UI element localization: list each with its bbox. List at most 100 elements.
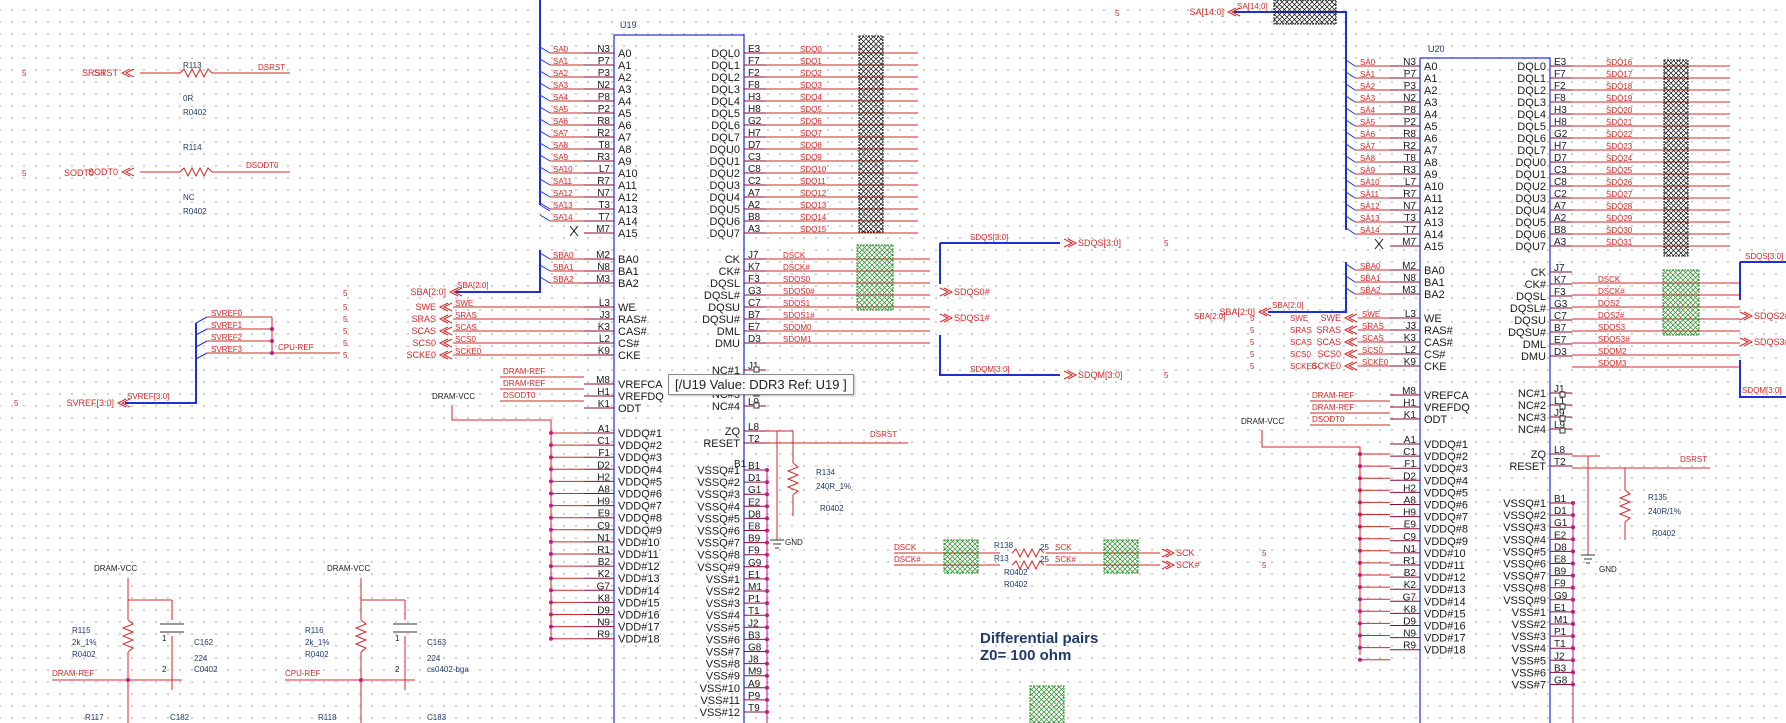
pin-name-VDD#13[interactable]: VDD#13 (1424, 584, 1466, 596)
bus-entry[interactable] (539, 202, 551, 210)
pin-num-VDDQ#9[interactable]: C9 (1403, 532, 1416, 543)
pin-name-DQU1[interactable]: DQU1 (709, 156, 740, 168)
net-scs0[interactable]: SCS0 (1362, 346, 1383, 355)
net-sdq14[interactable]: SDQ14 (800, 213, 827, 222)
net-sdq12[interactable]: SDQ12 (800, 189, 827, 198)
pin-name-VDDQ#3[interactable]: VDDQ#3 (618, 452, 662, 464)
pin-name-VSS#4[interactable]: VSS#4 (706, 610, 740, 622)
pin-num-NC#4[interactable]: L9 (1554, 420, 1566, 431)
port-sdqs3n[interactable]: SDQS3# (1754, 337, 1786, 347)
pin-num-BA0[interactable]: M2 (596, 250, 610, 261)
net-sdqm[interactable]: SDQM[3:0] (970, 365, 1010, 374)
bus-entry[interactable] (539, 46, 551, 54)
pin-num-DQSU#[interactable]: B7 (748, 310, 761, 321)
pin-num-DQSU[interactable]: C7 (748, 298, 761, 309)
pin-name-A6[interactable]: A6 (618, 120, 631, 132)
pin-name-VSS#8[interactable]: VSS#8 (706, 659, 740, 671)
pin-num-VSSQ#8[interactable]: F9 (1554, 579, 1566, 590)
pin-num-DQU6[interactable]: B8 (748, 212, 761, 223)
bus-entry[interactable] (539, 142, 551, 150)
pin-num-VREFCA[interactable]: M8 (1402, 386, 1416, 397)
nc-pin-box[interactable] (1559, 427, 1566, 434)
port-arrow[interactable] (438, 326, 449, 336)
pin-name-VDDQ#7[interactable]: VDDQ#7 (618, 501, 662, 513)
pin-name-DQU2[interactable]: DQU2 (709, 168, 740, 180)
net-sdq3[interactable]: SDQ3 (800, 81, 822, 90)
pin-name-A2[interactable]: A2 (618, 72, 631, 84)
net-scke0[interactable]: SCKE0 (455, 347, 482, 356)
net-sdqs3#[interactable]: SDQS3# (1598, 335, 1630, 344)
net-dram-vcc[interactable]: DRAM-VCC (1241, 417, 1284, 426)
port-sdqs0n[interactable]: SDQS0# (954, 287, 990, 297)
port-arrow[interactable] (1347, 349, 1358, 359)
bus-entry[interactable] (1345, 155, 1356, 163)
res-value[interactable]: 25 (1040, 543, 1049, 552)
pin-name-DQL6[interactable]: DQL6 (1517, 133, 1546, 145)
net-sa9[interactable]: SA9 (553, 153, 569, 162)
net-dsodt0[interactable]: DSODT0 (246, 161, 279, 170)
pin-name-VSSQ#1[interactable]: VSSQ#1 (697, 465, 740, 477)
pin-name-VDDQ#2[interactable]: VDDQ#2 (1424, 451, 1468, 463)
pin-num-A10[interactable]: L7 (599, 164, 611, 175)
bus-entry[interactable] (1345, 215, 1356, 223)
pin-name-VDDQ#2[interactable]: VDDQ#2 (618, 440, 662, 452)
pin-num-DQL3[interactable]: F8 (1554, 93, 1566, 104)
pin-name-DQSL[interactable]: DQSL (710, 278, 740, 290)
port-arrow[interactable] (1743, 311, 1754, 321)
pin-num-WE[interactable]: L3 (599, 298, 611, 309)
res-r135-pkg[interactable]: R0402 (1652, 529, 1676, 538)
chip-u20[interactable] (1419, 57, 1551, 723)
pin-name-DQL3[interactable]: DQL3 (1517, 97, 1546, 109)
pin-num-A3[interactable]: N2 (1403, 93, 1416, 104)
cap-ref[interactable]: C162 (194, 638, 214, 647)
net-sdqs0[interactable]: SDQS0 (783, 275, 811, 284)
pin-num-VDDQ#7[interactable]: H9 (597, 497, 610, 508)
pin-name-VSS#3[interactable]: VSS#3 (1512, 631, 1546, 643)
pin-name-VREFDQ[interactable]: VREFDQ (1424, 402, 1470, 414)
res-r114-pkg[interactable]: R0402 (183, 207, 207, 216)
pin-name-ZQ[interactable]: ZQ (1531, 449, 1547, 461)
pin-num-VDD#16[interactable]: D9 (597, 606, 610, 617)
pin-num-A4[interactable]: P8 (598, 92, 611, 103)
bus-entry[interactable] (1345, 107, 1356, 115)
pin-num-DQL2[interactable]: F2 (1554, 81, 1566, 92)
pin-num-DQL7[interactable]: H7 (748, 128, 761, 139)
port-arrow[interactable] (442, 326, 453, 336)
pin-name-DQU0[interactable]: DQU0 (709, 144, 740, 156)
bus-svref[interactable] (125, 323, 197, 404)
port-arrow[interactable] (1347, 361, 1358, 371)
pin-num-VDD#17[interactable]: N9 (1403, 629, 1416, 640)
res-r139[interactable] (1011, 559, 1045, 571)
cap-value[interactable]: 224 (194, 654, 208, 663)
pin-num-VSS#6[interactable]: B3 (1554, 663, 1567, 674)
pin-name-A11[interactable]: A11 (618, 180, 637, 192)
pin-name-VSSQ#3[interactable]: VSSQ#3 (1503, 522, 1546, 534)
pin-name-A13[interactable]: A13 (618, 204, 638, 216)
pin-name-VDDQ#1[interactable]: VDDQ#1 (1424, 439, 1468, 451)
pin-name-VSS#1[interactable]: VSS#1 (1512, 607, 1546, 619)
bus-entry[interactable] (539, 264, 551, 272)
net-dsrst[interactable]: DSRST (258, 63, 285, 72)
port-arrow[interactable] (1739, 337, 1750, 347)
pin-num-DQSU[interactable]: C7 (1554, 311, 1567, 322)
net-dsck[interactable]: DSCK (894, 543, 917, 552)
pin-num-VSSQ#4[interactable]: E2 (1554, 530, 1567, 541)
pin-num-VREFCA[interactable]: M8 (596, 375, 610, 386)
port-arrow[interactable] (442, 338, 453, 348)
pin-name-DQU2[interactable]: DQU2 (1515, 181, 1546, 193)
pin-name-VSS#7[interactable]: VSS#7 (706, 647, 740, 659)
port-arrow[interactable] (1257, 307, 1268, 317)
pin-name-VDDQ#6[interactable]: VDDQ#6 (618, 489, 662, 501)
pin-name-CK[interactable]: CK (1531, 267, 1547, 279)
pin-num-VSS#4[interactable]: T1 (1554, 639, 1566, 650)
nc-pin-box[interactable] (1559, 403, 1566, 410)
pin-num-VDDQ#5[interactable]: H2 (597, 472, 610, 483)
bus-entry[interactable] (539, 204, 551, 212)
bus-entry[interactable] (195, 352, 208, 360)
pin-num-VSS#10[interactable]: A9 (748, 679, 761, 690)
port-arrow[interactable] (1161, 560, 1172, 570)
net-sa12[interactable]: SA12 (553, 189, 573, 198)
pin-name-VSS#5[interactable]: VSS#5 (1512, 655, 1546, 667)
pin-name-A7[interactable]: A7 (1424, 145, 1437, 157)
pin-name-VREFDQ[interactable]: VREFDQ (618, 391, 664, 403)
